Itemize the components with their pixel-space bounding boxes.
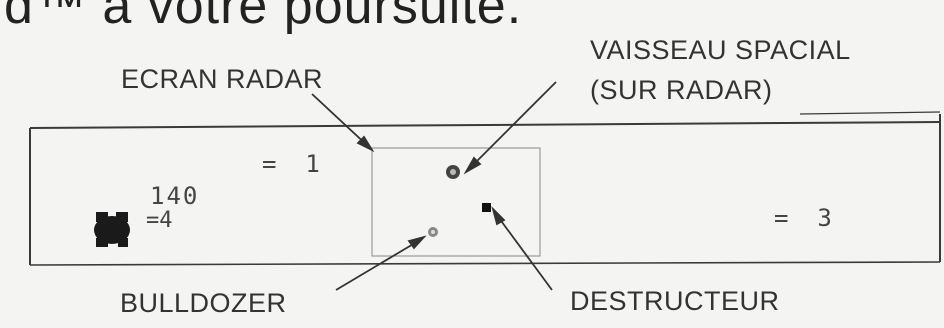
top-count: = 1 — [262, 150, 320, 178]
tank-icon — [94, 212, 130, 247]
lives-value: =4 — [146, 208, 173, 233]
spaceship-dot-icon — [446, 165, 460, 179]
destroyer-square-icon — [482, 203, 491, 212]
bulldozer-dot-icon — [428, 227, 438, 237]
points-value: 140 — [150, 182, 199, 210]
pointer-arrows — [312, 82, 556, 290]
right-count: = 3 — [774, 204, 832, 232]
